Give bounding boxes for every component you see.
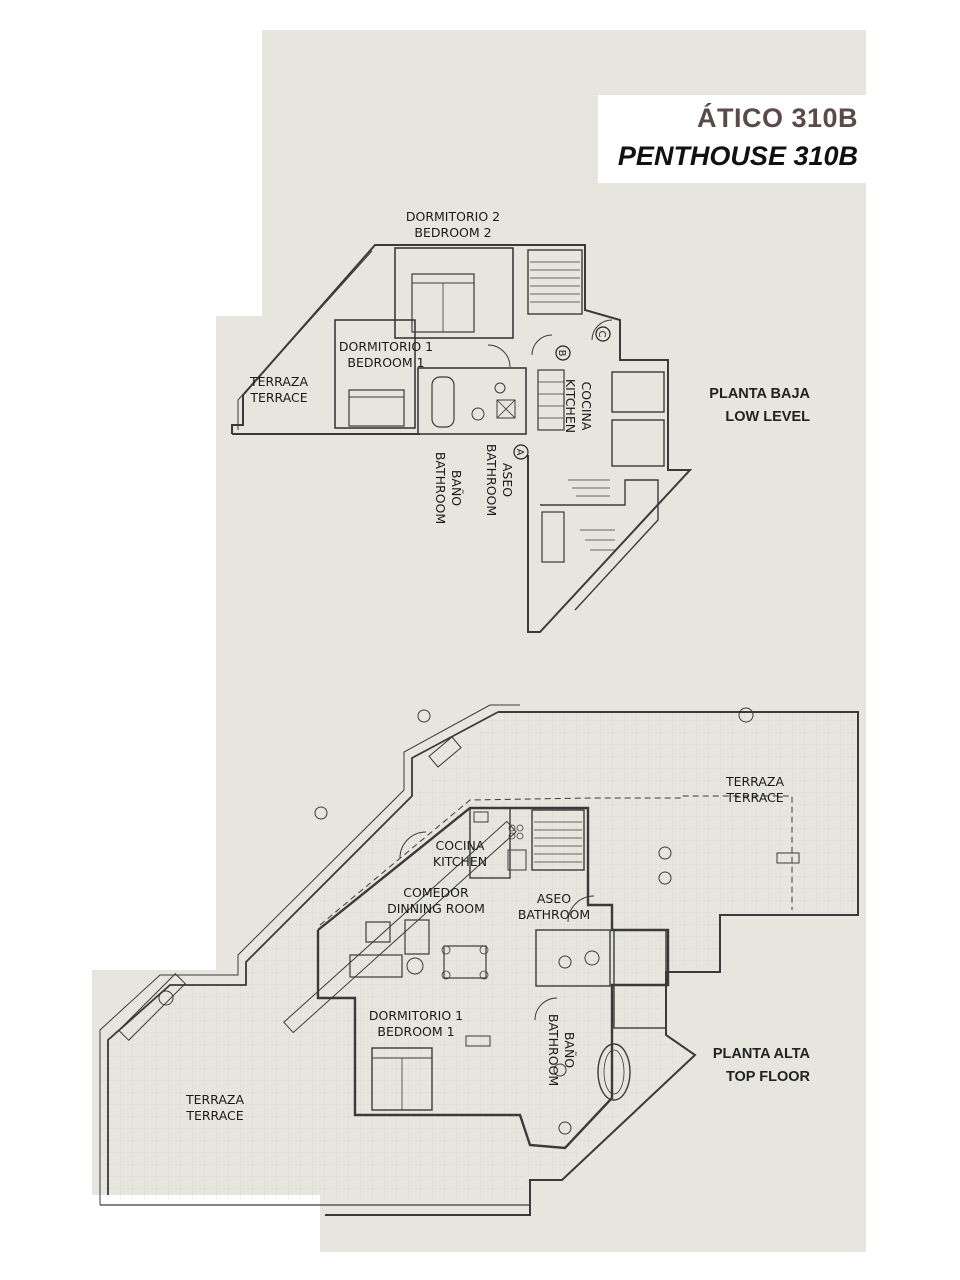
low-level-en: LOW LEVEL: [725, 409, 810, 425]
low-aseo-en: BATHROOM: [484, 443, 499, 517]
low-bedroom1-es: DORMITORIO 1: [338, 339, 434, 354]
title-english: PENTHOUSE 310B: [617, 141, 858, 171]
top-aseo-label: ASEO BATHROOM: [504, 891, 604, 923]
left-terrace-en: TERRACE: [186, 1108, 244, 1123]
low-bedroom2-en: BEDROOM 2: [414, 225, 492, 240]
low-aseo-es: ASEO: [500, 462, 515, 498]
left-terrace-label: TERRAZA TERRACE: [170, 1092, 260, 1124]
top-kitchen-en: KITCHEN: [432, 854, 488, 869]
title-box: ÁTICO 310B PENTHOUSE 310B: [598, 95, 866, 183]
low-bath-en: BATHROOM: [433, 451, 448, 525]
top-kitchen-es: COCINA: [435, 838, 485, 853]
low-terrace-en: TERRACE: [250, 390, 308, 405]
low-terrace-es: TERRAZA: [249, 374, 309, 389]
low-bedroom1-label: DORMITORIO 1 BEDROOM 1: [332, 339, 440, 371]
low-kitchen-es: COCINA: [579, 381, 594, 431]
top-aseo-en: BATHROOM: [517, 907, 591, 922]
title-spanish: ÁTICO 310B: [696, 103, 858, 133]
top-terrace-label: TERRAZA TERRACE: [700, 774, 810, 806]
top-level-en: TOP FLOOR: [725, 1069, 810, 1085]
low-kitchen-label: COCINA KITCHEN: [562, 356, 594, 456]
top-bedroom1-label: DORMITORIO 1 BEDROOM 1: [362, 1008, 470, 1040]
low-terrace-label: TERRAZA TERRACE: [238, 374, 320, 406]
top-dining-label: COMEDOR DINNING ROOM: [378, 885, 494, 917]
low-level-plan: [231, 244, 693, 633]
low-bath-label: BAÑO BATHROOM: [432, 443, 464, 533]
top-level-es: PLANTA ALTA: [712, 1046, 810, 1062]
low-markers: [513, 326, 611, 460]
top-terrace-tiles: [100, 712, 858, 1200]
top-aseo-es: ASEO: [536, 891, 572, 906]
low-aseo-label: ASEO BATHROOM: [483, 435, 515, 525]
low-kitchen-en: KITCHEN: [563, 378, 578, 434]
low-level-es: PLANTA BAJA: [709, 386, 810, 402]
top-floor-plan: [99, 704, 859, 1216]
top-bath-en: BATHROOM: [546, 1013, 561, 1087]
top-terrace-en: TERRACE: [726, 790, 784, 805]
marker-b: B: [556, 350, 567, 357]
top-bath-label: BAÑO BATHROOM: [545, 1005, 577, 1095]
marker-c: C: [596, 331, 607, 338]
left-terrace-es: TERRAZA: [185, 1092, 245, 1107]
marker-a: A: [514, 449, 525, 456]
top-terrace-es: TERRAZA: [725, 774, 785, 789]
top-dining-es: COMEDOR: [403, 885, 469, 900]
top-bedroom1-es: DORMITORIO 1: [368, 1008, 464, 1023]
top-level-label: PLANTA ALTA TOP FLOOR: [680, 1043, 810, 1089]
top-bedroom1-en: BEDROOM 1: [377, 1024, 455, 1039]
top-dining-en: DINNING ROOM: [387, 901, 485, 916]
low-bedroom1-en: BEDROOM 1: [347, 355, 425, 370]
top-kitchen-label: COCINA KITCHEN: [418, 838, 502, 870]
top-bath-es: BAÑO: [562, 1031, 577, 1069]
low-bath-es: BAÑO: [449, 469, 464, 507]
low-bedroom2-label: DORMITORIO 2 BEDROOM 2: [398, 209, 508, 241]
low-level-label: PLANTA BAJA LOW LEVEL: [680, 383, 810, 429]
low-bedroom2-es: DORMITORIO 2: [405, 209, 501, 224]
